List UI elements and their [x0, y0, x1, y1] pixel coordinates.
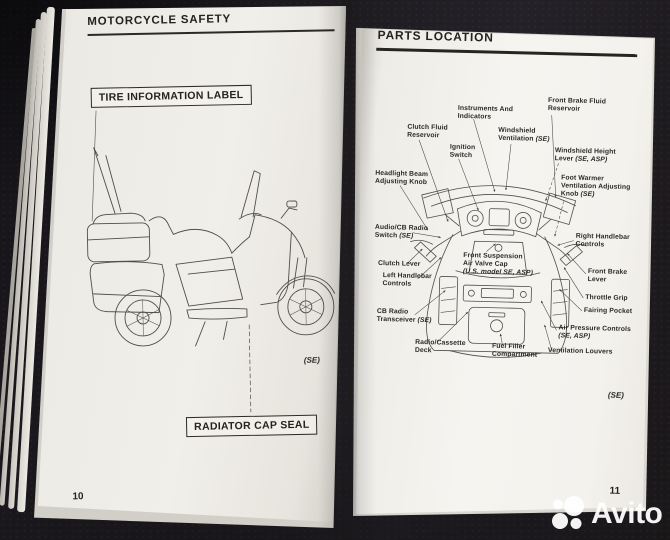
- left-page: MOTORCYCLE SAFETY TIRE INFORMATION LABEL: [37, 6, 346, 522]
- avito-watermark: Avito: [549, 495, 663, 532]
- right-model-note: (SE): [607, 390, 625, 400]
- part-label-clutch-lever: Clutch Lever: [377, 259, 421, 268]
- part-label-air-pressure-controls: Air Pressure Controls(SE, ASP): [558, 324, 631, 341]
- motorcycle-side-view-diagram: [86, 110, 336, 413]
- right-page: PARTS LOCATION: [356, 28, 654, 514]
- left-model-note: (SE): [303, 355, 320, 365]
- part-label-throttle-grip: Throttle Grip: [585, 293, 628, 303]
- callout-radiator-cap-seal: RADIATOR CAP SEAL: [185, 414, 318, 437]
- part-label-ventilation-louvers: Ventilation Louvers: [547, 347, 613, 356]
- part-label-fairing-pocket: Fairing Pocket: [583, 306, 633, 316]
- left-page-number: 10: [72, 491, 84, 503]
- avito-logo-icon: [552, 496, 584, 529]
- avito-watermark-text: Avito: [591, 496, 663, 530]
